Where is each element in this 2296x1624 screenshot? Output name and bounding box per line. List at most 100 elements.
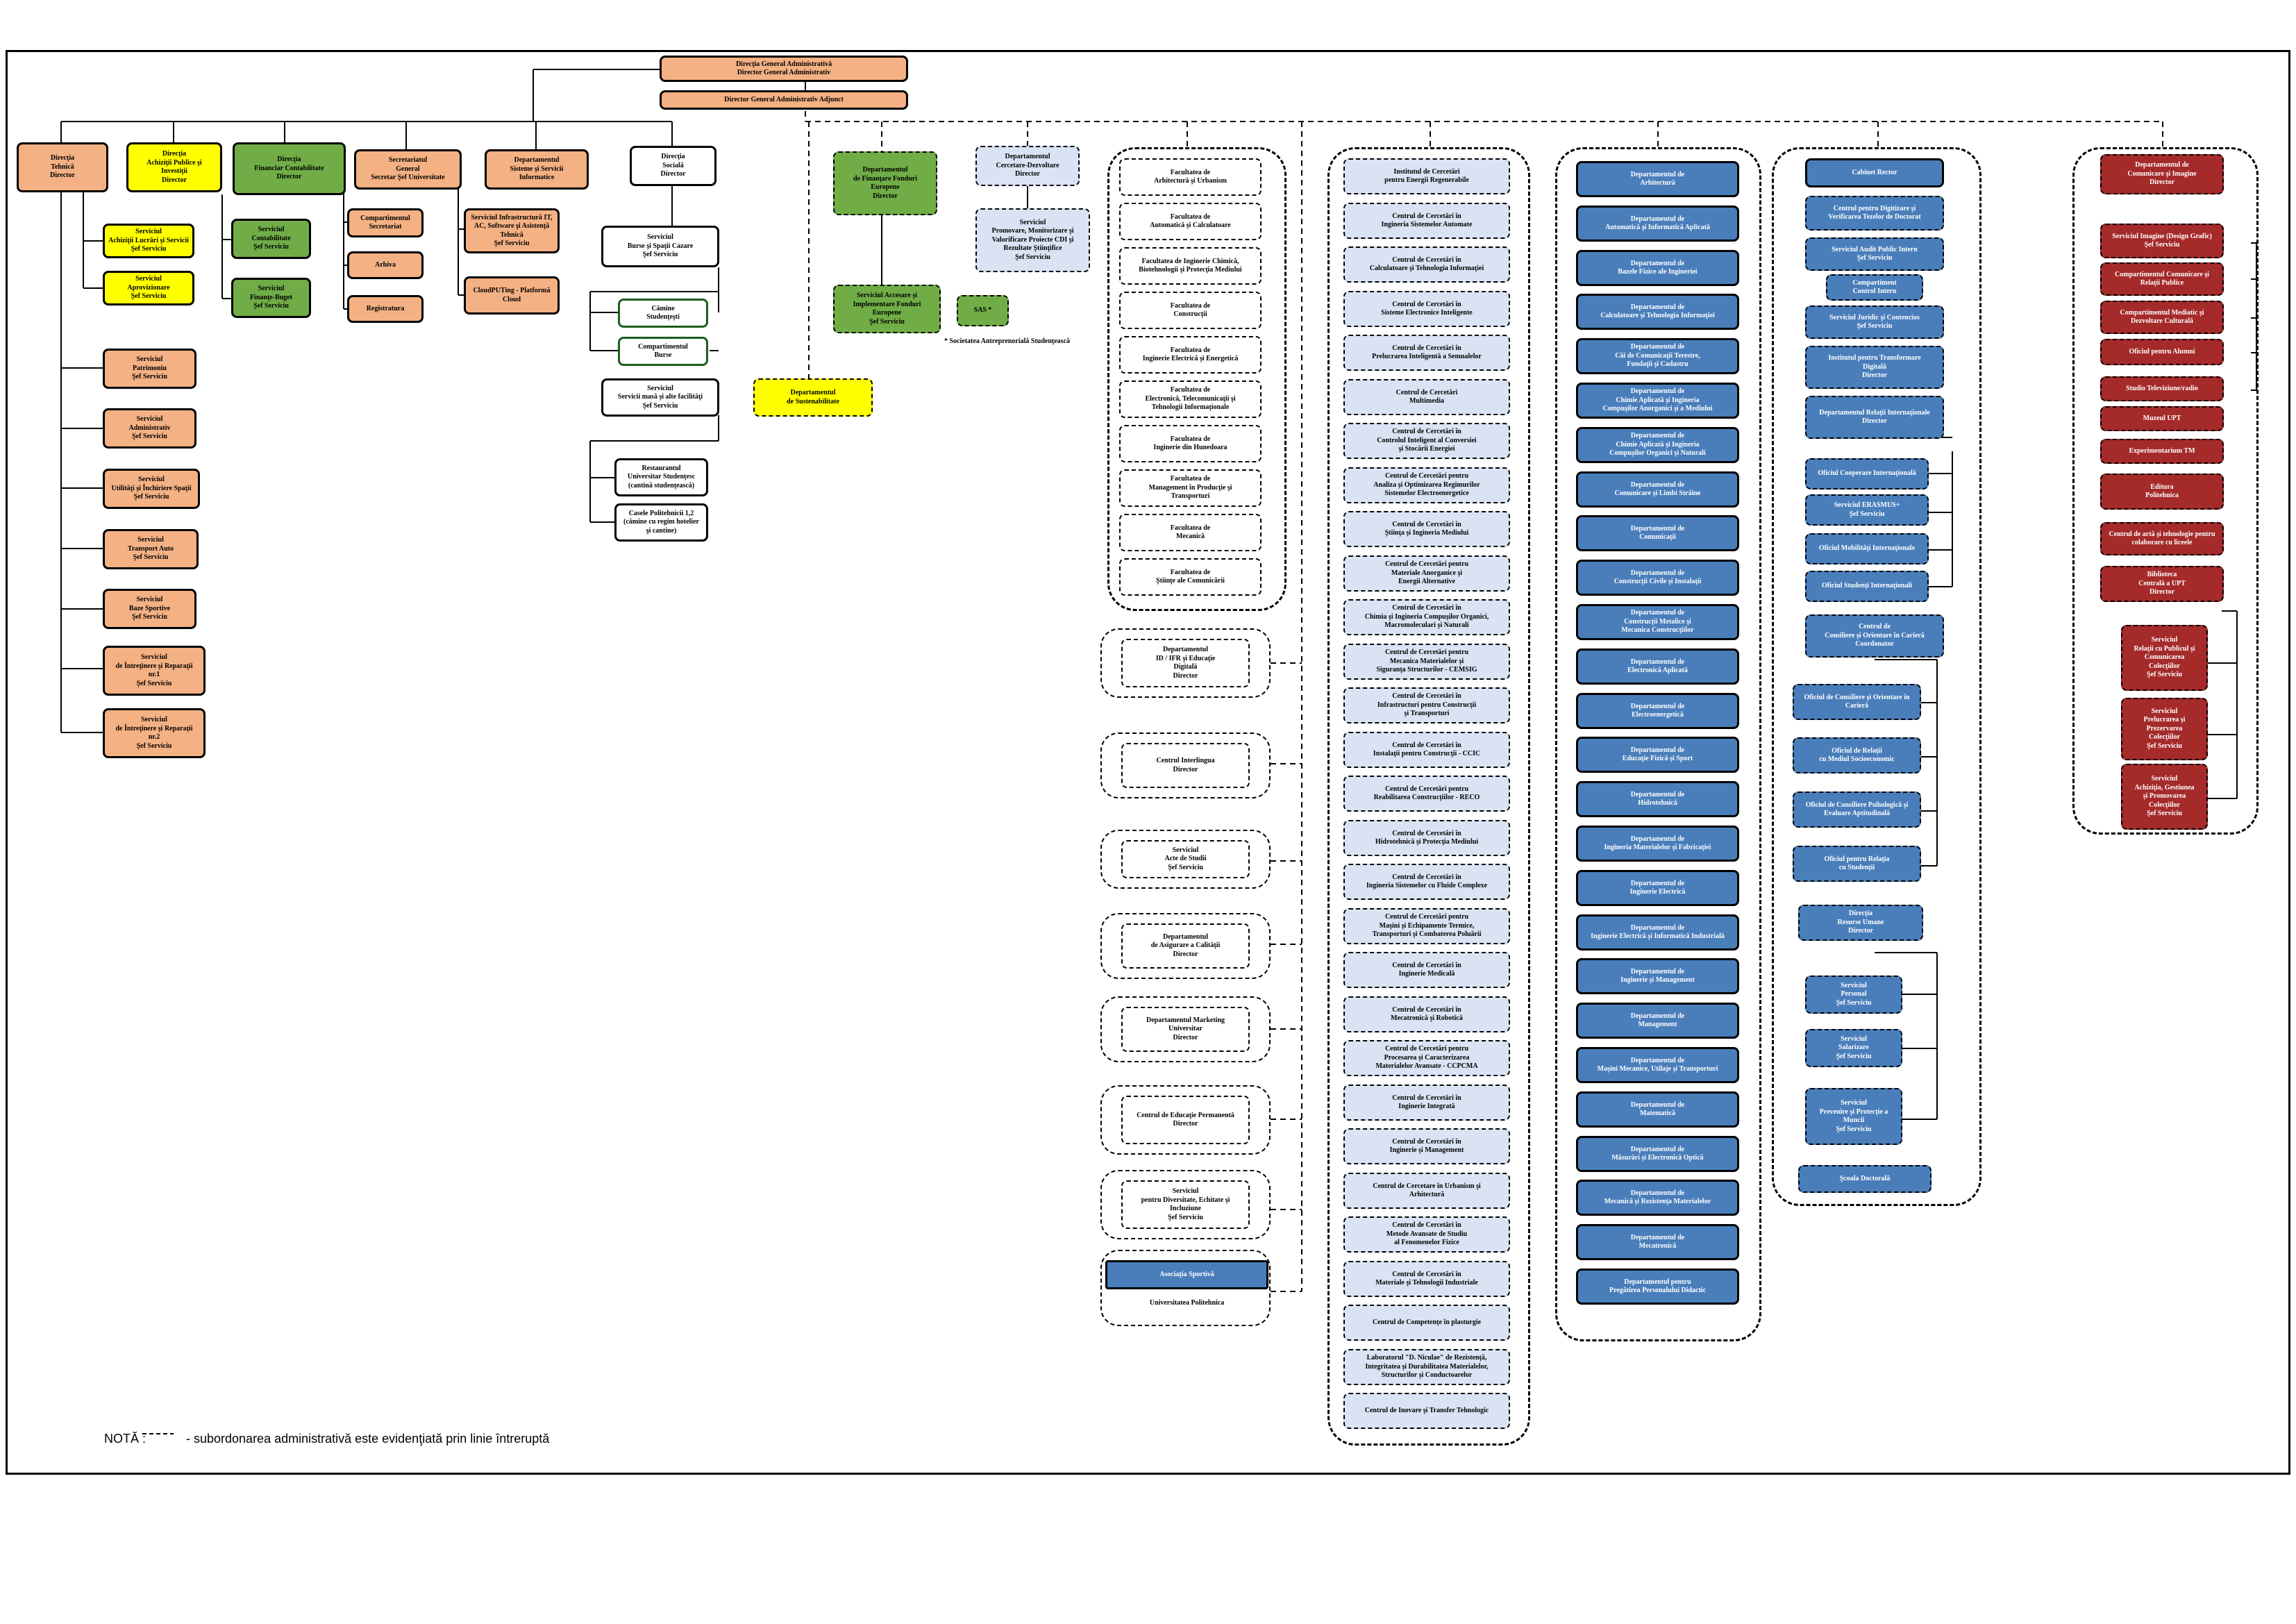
faculty-box: Facultatea de Automatică şi Calculatoare — [1119, 203, 1262, 240]
dfc-sub-1: Serviciul Finanţe-Buget Şef Serviciu — [231, 278, 311, 318]
dt-sub-4: Serviciul Baze Sportive Şef Serviciu — [103, 589, 196, 629]
center-box: Centrul de Cercetări în Controlul Inteli… — [1343, 423, 1510, 459]
center-box: Centrul de Inovare şi Transfer Tehnologi… — [1343, 1393, 1510, 1429]
mid-unit-box: Centrul de Educaţie Permanentă Director — [1121, 1096, 1250, 1144]
department-box: Departamentul de Mecatronică — [1576, 1224, 1739, 1260]
mid-unit-group — [1100, 628, 1271, 698]
dfc-box: Direcţia Financiar Contabilitate Directo… — [233, 142, 346, 195]
mid-unit-box: Centrul Interlingua Director — [1121, 743, 1250, 788]
department-box: Departamentul de Măsurări şi Electronică… — [1576, 1136, 1739, 1172]
center-box: Centrul de Cercetări în Calculatoare şi … — [1343, 246, 1510, 283]
faculty-box: Facultatea de Electronică, Telecomunicaţ… — [1119, 380, 1262, 418]
center-box: Centrul de Cercetări în Metode Avansate … — [1343, 1216, 1510, 1253]
dssi-sub-0: Serviciul Infrastructură IT, AC, Softwar… — [464, 208, 560, 253]
department-box: Departamentul de Educaţie Fizică şi Spor… — [1576, 737, 1739, 773]
faculties-group — [1107, 147, 1287, 611]
sg-sub-1: Arhiva — [347, 251, 424, 279]
mid-unit-group — [1100, 1085, 1271, 1155]
bib-sub-box: Serviciul Achiziţia, Gestiunea şi Promov… — [2121, 764, 2208, 830]
dap-sub-1: Serviciul Aprovizionare Şef Serviciu — [103, 271, 194, 305]
itd-box: Institutul pentru Transformare Digitală … — [1805, 346, 1944, 389]
sas-footnote: * Societatea Antreprenorială Studenţeasc… — [944, 337, 1071, 345]
center-box: Centrul de Cercetări în Ingineria Sistem… — [1343, 203, 1510, 239]
cci-box: Compartiment Control Intern — [1826, 274, 1923, 301]
comm-item-box: Oficiul pentru Alumni — [2100, 339, 2224, 365]
note-text: - subordonarea administrativă este evide… — [186, 1432, 550, 1446]
center-box: Centrul de Cercetări în Sisteme Electron… — [1343, 291, 1510, 327]
cco-sub-box: Oficiul pentru Relaţia cu Studenţii — [1793, 846, 1921, 882]
centers-group — [1327, 147, 1530, 1446]
comm-item-box: Biblioteca Centrală a UPT Director — [2100, 566, 2224, 602]
dga-box: Direcţia General Administrativă Director… — [660, 56, 908, 82]
department-box: Departamentul de Electronică Aplicată — [1576, 648, 1739, 685]
center-box: Centrul de Cercetări Multimedia — [1343, 379, 1510, 415]
sport-group — [1100, 1250, 1271, 1326]
dt-sub-6: Serviciul de Întreţinere şi Reparaţii nr… — [103, 708, 206, 758]
dru-sub-box: Serviciul Prevenire şi Protecţie a Munci… — [1805, 1088, 1902, 1145]
center-box: Centrul de Cercetări în Chimia şi Ingine… — [1343, 599, 1510, 635]
ds-sub-0: Serviciul Burse şi Spaţii Cazare Şef Ser… — [601, 226, 719, 267]
ds-sub-1: Cămine Studenţeşti — [618, 299, 708, 328]
note-label: NOTĂ : — [104, 1432, 146, 1446]
center-box: Centrul de Cercetări pentru Maşini şi Ec… — [1343, 908, 1510, 944]
mid-unit-box: Departamentul de Asigurare a Calităţii D… — [1121, 923, 1250, 969]
center-box: Centrul de Cercetări pentru Procesarea ş… — [1343, 1040, 1510, 1076]
dssi-sub-1: CloudPUTing - Platformă Cloud — [464, 276, 560, 315]
faculty-box: Facultatea de Inginerie Electrică şi Ene… — [1119, 336, 1262, 374]
department-box: Departamentul de Maşini Mecanice, Utilaj… — [1576, 1047, 1739, 1083]
ds-box: Direcţia Socială Director — [630, 146, 717, 186]
department-box: Departamentul de Electroenergetică — [1576, 693, 1739, 729]
mid-unit-box: Serviciul Acte de Studii Şef Serviciu — [1121, 840, 1250, 878]
bib-sub-box: Serviciul Relaţii cu Publicul şi Comunic… — [2121, 625, 2208, 691]
mid-unit-group — [1100, 733, 1271, 798]
ds-sub-5: Casele Politehnicii 1,2 (cămine cu regim… — [614, 503, 708, 542]
department-box: Departamentul de Ingineria Materialelor … — [1576, 826, 1739, 862]
department-box: Departamentul de Matematică — [1576, 1091, 1739, 1128]
department-box: Departamentul de Căi de Comunicaţii Tere… — [1576, 338, 1739, 374]
faculty-box: Facultatea de Inginerie Chimică, Biotehn… — [1119, 247, 1262, 285]
comm-item-box: Editura Politehnica — [2100, 474, 2224, 510]
faculty-box: Facultatea de Construcţii — [1119, 292, 1262, 329]
center-box: Centrul de Cercetări în Infrastructuri p… — [1343, 687, 1510, 723]
dt-sub-1: Serviciul Administrativ Şef Serviciu — [103, 408, 196, 449]
ds-sub-3: Serviciul Servicii masă şi alte facilită… — [601, 378, 719, 417]
center-box: Laboratorul "D. Niculae" de Rezistenţă, … — [1343, 1349, 1510, 1385]
cdv-box: Centrul pentru Digitizare şi Verificarea… — [1805, 196, 1944, 231]
mid-unit-box: Departamentul Marketing Universitar Dire… — [1121, 1007, 1250, 1052]
ds-sub-2: Compartimentul Burse — [618, 337, 708, 366]
ds-sub-4: Restaurantul Universitar Studenţesc (can… — [614, 458, 708, 496]
dt-sub-5: Serviciul de Întreţinere şi Reparaţii nr… — [103, 646, 206, 696]
dcd-box: Departamentul Cercetare-Dezvoltare Direc… — [975, 146, 1080, 186]
comm-item-box: Centrul de artă şi tehnologie pentru col… — [2100, 522, 2224, 555]
sjc-box: Serviciul Juridic şi Contencios Şef Serv… — [1805, 305, 1944, 339]
dt-sub-0: Serviciul Patrimoniu Şef Serviciu — [103, 349, 196, 389]
cco-sub-box: Oficiul de Consiliere Psihologică şi Eva… — [1793, 792, 1921, 828]
cco-sub-box: Oficiul de Relaţii cu Mediul Socioeconom… — [1793, 737, 1921, 773]
sg-sub-2: Registratura — [347, 295, 424, 323]
center-box: Centrul de Cercetări în Prelucrarea Inte… — [1343, 335, 1510, 371]
center-box: Centrul de Cercetări în Materiale şi Teh… — [1343, 1261, 1510, 1297]
faculty-box: Facultatea de Management în Producţie şi… — [1119, 469, 1262, 507]
faculty-box: Facultatea de Arhitectură şi Urbanism — [1119, 158, 1262, 196]
dt-box: Direcţia Tehnică Director — [17, 142, 108, 192]
dsust-box: Departamentul de Sustenabilitate — [753, 378, 873, 417]
comm-item-box: Experimentarium TM — [2100, 439, 2224, 464]
mid-unit-group — [1100, 830, 1271, 889]
faculty-box: Facultatea de Mecanică — [1119, 514, 1262, 551]
center-box: Centrul de Cercetări în Inginerie Integr… — [1343, 1085, 1510, 1121]
center-box: Centrul de Cercetări în Mecatronică şi R… — [1343, 996, 1510, 1032]
comm-item-box: Serviciul Imagine (Design Grafic) Şef Se… — [2100, 224, 2224, 258]
dri-box: Departamentul Relaţii Internaţionale Dir… — [1805, 396, 1944, 439]
dssi-box: Departamentul Sisteme şi Servicii Inform… — [485, 149, 589, 190]
department-box: Departamentul de Inginerie Electrică — [1576, 870, 1739, 906]
department-box: Departamentul de Comunicare şi Limbi Str… — [1576, 471, 1739, 508]
faculty-box: Facultatea de Inginerie din Hunedoara — [1119, 425, 1262, 462]
comm-item-box: Compartimentul Mediatic şi Dezvoltare Cu… — [2100, 301, 2224, 334]
department-box: Departamentul de Comunicaţii — [1576, 515, 1739, 551]
center-box: Centrul de Cercetări în Ingineria Sistem… — [1343, 864, 1510, 900]
sas-box: SAS * — [957, 295, 1009, 326]
department-box: Departamentul de Construcţii Metalice şi… — [1576, 604, 1739, 640]
department-box: Departamentul de Mecanică şi Rezistenţa … — [1576, 1180, 1739, 1216]
sg-box: Secretariatul General Secretar Şef Unive… — [354, 149, 462, 190]
center-box: Institutul de Cercetări pentru Energii R… — [1343, 158, 1510, 194]
